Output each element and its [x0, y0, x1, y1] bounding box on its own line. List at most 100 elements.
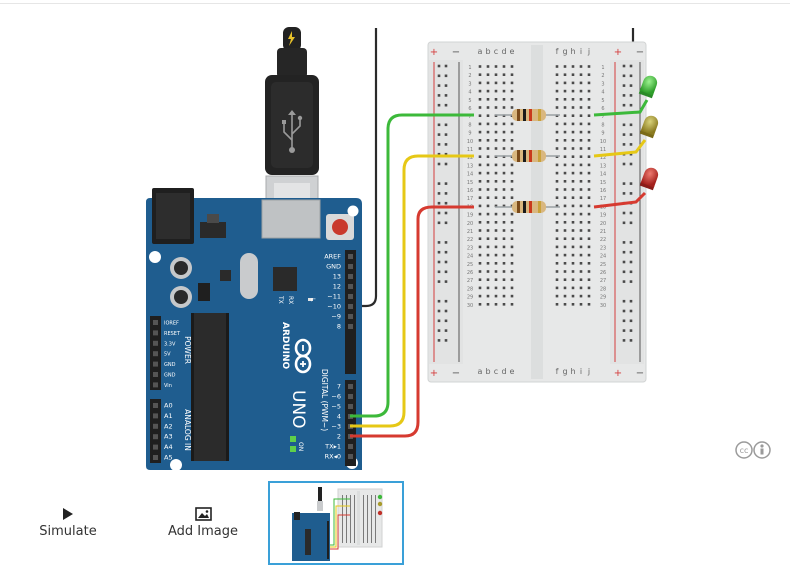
- rail-hole[interactable]: [437, 280, 441, 283]
- breadboard-hole[interactable]: [571, 303, 575, 306]
- breadboard-hole[interactable]: [587, 221, 591, 224]
- breadboard-hole[interactable]: [502, 212, 506, 216]
- rail-hole[interactable]: [437, 182, 441, 185]
- resistor-2[interactable]: [495, 150, 560, 162]
- rail-hole[interactable]: [444, 94, 448, 97]
- breadboard-hole[interactable]: [486, 114, 490, 117]
- rail-hole[interactable]: [437, 221, 441, 225]
- rail-hole[interactable]: [444, 319, 448, 323]
- breadboard-hole[interactable]: [510, 229, 514, 232]
- breadboard-hole[interactable]: [571, 204, 575, 208]
- rail-hole[interactable]: [629, 182, 633, 185]
- rail-hole[interactable]: [622, 123, 626, 127]
- breadboard-hole[interactable]: [510, 65, 514, 68]
- breadboard-hole[interactable]: [563, 139, 567, 142]
- breadboard-hole[interactable]: [555, 229, 559, 232]
- rail-hole[interactable]: [444, 201, 448, 205]
- breadboard-hole[interactable]: [555, 303, 559, 306]
- breadboard-hole[interactable]: [579, 106, 583, 109]
- breadboard-hole[interactable]: [502, 204, 506, 208]
- breadboard-hole[interactable]: [502, 130, 506, 134]
- breadboard-hole[interactable]: [502, 229, 506, 232]
- breadboard-hole[interactable]: [563, 163, 567, 167]
- rail-hole[interactable]: [622, 192, 626, 195]
- breadboard-hole[interactable]: [502, 303, 506, 306]
- digital-pin[interactable]: [348, 384, 353, 389]
- breadboard-hole[interactable]: [555, 286, 559, 290]
- rail-hole[interactable]: [444, 329, 448, 332]
- breadboard-hole[interactable]: [555, 204, 559, 208]
- breadboard-hole[interactable]: [478, 212, 482, 216]
- rail-hole[interactable]: [437, 123, 441, 127]
- rail-hole[interactable]: [444, 309, 448, 313]
- breadboard-hole[interactable]: [587, 188, 591, 191]
- digital-pin[interactable]: [348, 454, 353, 459]
- breadboard-hole[interactable]: [478, 221, 482, 224]
- rail-hole[interactable]: [437, 319, 441, 323]
- rail-hole[interactable]: [629, 250, 633, 254]
- breadboard-hole[interactable]: [478, 237, 482, 240]
- breadboard-hole[interactable]: [502, 139, 506, 142]
- rail-hole[interactable]: [437, 192, 441, 195]
- rail-hole[interactable]: [444, 241, 448, 244]
- breadboard-hole[interactable]: [555, 212, 559, 216]
- breadboard-hole[interactable]: [502, 278, 506, 281]
- breadboard-hole[interactable]: [478, 81, 482, 85]
- breadboard-hole[interactable]: [587, 303, 591, 306]
- rail-hole[interactable]: [629, 143, 633, 146]
- rail-hole[interactable]: [622, 339, 626, 342]
- rail-hole[interactable]: [622, 133, 626, 136]
- red-led-wire[interactable]: [593, 191, 647, 209]
- breadboard-hole[interactable]: [579, 262, 583, 265]
- breadboard-hole[interactable]: [510, 171, 514, 175]
- breadboard-hole[interactable]: [563, 114, 567, 117]
- yellow-wire[interactable]: [350, 154, 474, 428]
- breadboard-hole[interactable]: [579, 171, 583, 175]
- breadboard-hole[interactable]: [510, 73, 514, 76]
- breadboard-hole[interactable]: [486, 155, 490, 158]
- rail-hole[interactable]: [444, 211, 448, 215]
- breadboard-hole[interactable]: [555, 221, 559, 224]
- breadboard-hole[interactable]: [587, 253, 591, 257]
- breadboard-hole[interactable]: [563, 221, 567, 224]
- breadboard-hole[interactable]: [555, 180, 559, 183]
- breadboard-hole[interactable]: [579, 139, 583, 142]
- rail-hole[interactable]: [629, 329, 633, 332]
- power-pin[interactable]: [153, 330, 158, 336]
- digital-pin[interactable]: [348, 314, 353, 319]
- rail-hole[interactable]: [622, 143, 626, 146]
- breadboard-hole[interactable]: [563, 188, 567, 191]
- breadboard-hole[interactable]: [563, 229, 567, 232]
- breadboard-hole[interactable]: [478, 163, 482, 167]
- breadboard-hole[interactable]: [502, 237, 506, 240]
- breadboard-hole[interactable]: [494, 278, 498, 281]
- rail-hole[interactable]: [622, 241, 626, 244]
- rail-hole[interactable]: [622, 103, 626, 107]
- breadboard-hole[interactable]: [571, 294, 575, 298]
- analog-pin[interactable]: [153, 434, 158, 440]
- breadboard-hole[interactable]: [571, 139, 575, 142]
- breadboard-hole[interactable]: [510, 122, 514, 126]
- breadboard-hole[interactable]: [587, 171, 591, 175]
- breadboard-hole[interactable]: [563, 303, 567, 306]
- rail-hole[interactable]: [444, 270, 448, 274]
- breadboard-hole[interactable]: [502, 294, 506, 298]
- breadboard-hole[interactable]: [587, 204, 591, 208]
- yellow-led[interactable]: [639, 114, 660, 139]
- breadboard-hole[interactable]: [478, 98, 482, 101]
- breadboard-hole[interactable]: [502, 98, 506, 101]
- breadboard-hole[interactable]: [587, 65, 591, 68]
- digital-pin[interactable]: [348, 394, 353, 399]
- breadboard-hole[interactable]: [571, 65, 575, 68]
- breadboard-hole[interactable]: [478, 155, 482, 158]
- breadboard-hole[interactable]: [494, 147, 498, 150]
- breadboard-hole[interactable]: [486, 278, 490, 281]
- rail-hole[interactable]: [622, 74, 626, 78]
- breadboard-hole[interactable]: [563, 180, 567, 183]
- breadboard-hole[interactable]: [555, 245, 559, 249]
- breadboard-hole[interactable]: [494, 237, 498, 240]
- digital-pin[interactable]: [348, 284, 353, 289]
- simulate-button[interactable]: Simulate: [34, 507, 102, 539]
- digital-pin[interactable]: [348, 294, 353, 299]
- rail-hole[interactable]: [629, 260, 633, 264]
